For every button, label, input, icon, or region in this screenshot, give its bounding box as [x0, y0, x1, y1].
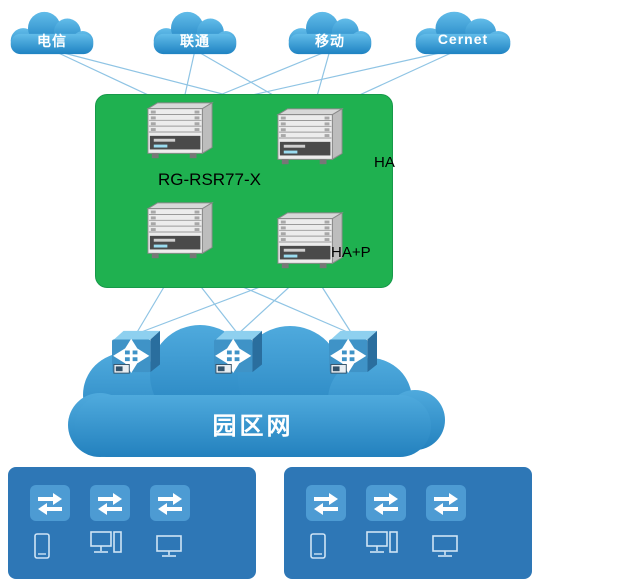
switch-icon-2 [212, 328, 264, 376]
campus-network-cloud: 园区网 [55, 320, 451, 478]
access-panel-left [8, 467, 256, 579]
core-device-label: RG-RSR77-X [158, 170, 261, 189]
monitor-icon [432, 535, 458, 559]
isp-cloud-label: 联通 [180, 33, 210, 49]
switch-chip-icon [30, 485, 70, 521]
switch-icon-1 [110, 328, 162, 376]
switch-chip-icon [150, 485, 190, 521]
isp-cloud-label: 电信 [37, 33, 67, 49]
ha-p-label: HA+P [331, 244, 371, 261]
switch-chip-icon [306, 485, 346, 521]
switch-chip-icon [90, 485, 130, 521]
switch-icon-3 [327, 328, 379, 376]
isp-cloud-label: Cernet [437, 31, 489, 47]
isp-cloud-telecom: 电信 [4, 5, 100, 59]
isp-cloud-label: 移动 [315, 33, 345, 49]
desktop-icon [90, 531, 122, 559]
switch-chip-icon [426, 485, 466, 521]
access-panel-right [284, 467, 532, 579]
router-icon-3 [146, 200, 214, 262]
cloud-icon [153, 11, 237, 55]
cloud-icon [10, 11, 94, 55]
cloud-icon [288, 11, 372, 55]
cloud-icon [68, 325, 445, 457]
router-icon-4 [276, 210, 344, 272]
ha-label: HA [374, 154, 395, 171]
phone-icon [310, 533, 326, 559]
campus-network-label: 园区网 [212, 413, 294, 440]
router-icon-1 [146, 100, 214, 162]
monitor-icon [156, 535, 182, 559]
cloud-icon [415, 11, 511, 55]
isp-cloud-cernet: Cernet [408, 5, 518, 59]
phone-icon [34, 533, 50, 559]
isp-cloud-mobile: 移动 [282, 5, 378, 59]
switch-chip-icon [366, 485, 406, 521]
router-icon-2 [276, 106, 344, 168]
isp-cloud-unicom: 联通 [147, 5, 243, 59]
desktop-icon [366, 531, 398, 559]
core-router-group [95, 94, 393, 288]
